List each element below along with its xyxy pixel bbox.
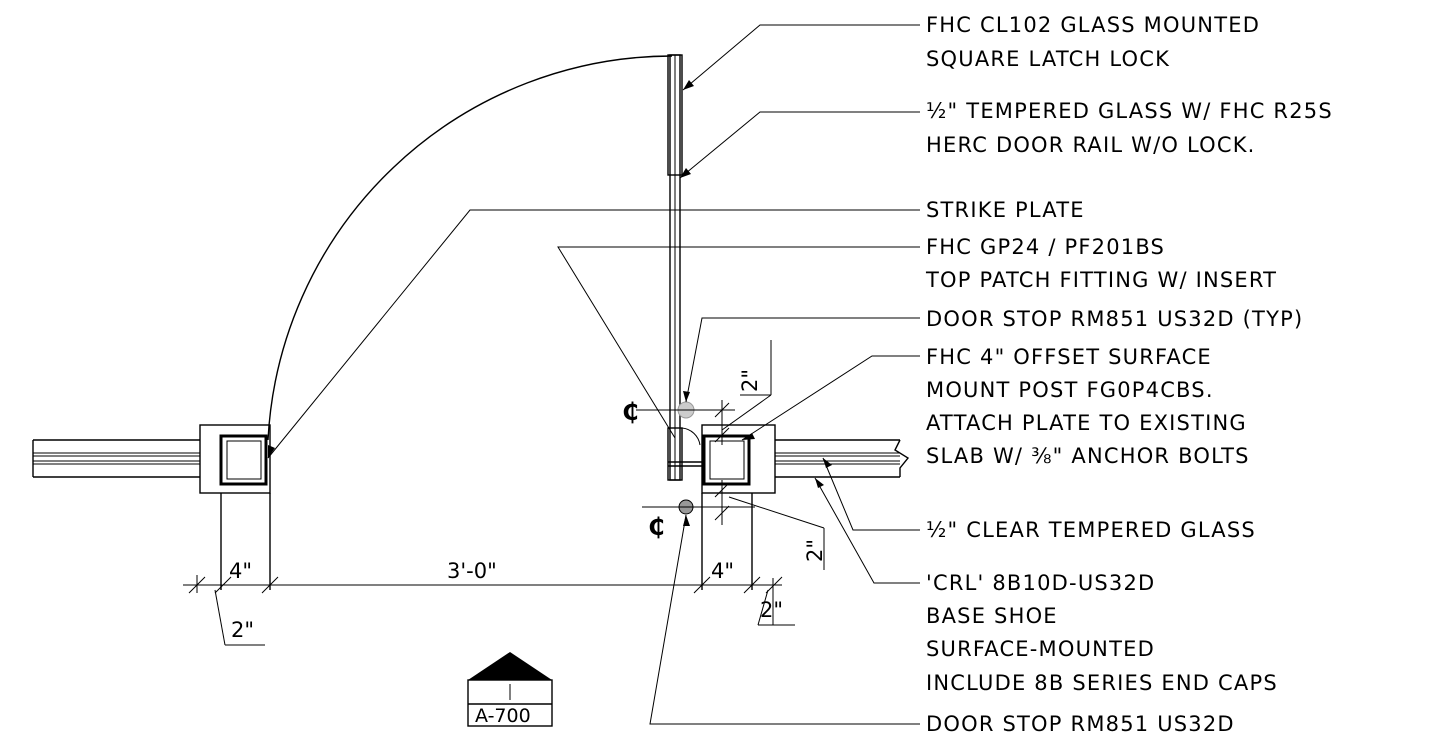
note-shoe-line4: INCLUDE 8B SERIES END CAPS [926,671,1278,695]
note-glass-line1: ½" TEMPERED GLASS W/ FHC R25S [926,99,1333,123]
note-stop-typ: DOOR STOP RM851 US32D (TYP) [926,307,1303,331]
note-post-line4: SLAB W/ ⅜" ANCHOR BOLTS [926,444,1250,468]
svg-text:₵: ₵ [622,398,639,426]
stop-dim-lower-label: 2" [803,539,827,562]
left-glass-wall [32,439,200,478]
dim-opening: 3'-0" [447,559,497,583]
note-glass-line2: HERC DOOR RAIL W/O LOCK. [926,133,1256,157]
callout-patch-fitting: FHC GP24 / PF201BS TOP PATCH FITTING W/ … [925,235,1277,292]
dim-left-offset: 2" [231,618,254,642]
door-swing-arc [267,55,673,441]
dim-left-post: 4" [229,559,252,583]
note-shoe-line3: SURFACE-MOUNTED [926,637,1155,661]
note-clear-glass: ½" CLEAR TEMPERED GLASS [926,518,1256,542]
centerline-lower: ₵ [642,506,755,541]
note-post-frac: ⅜" [1031,444,1063,468]
callout-door-stop-typ: DOOR STOP RM851 US32D (TYP) [926,307,1303,331]
left-post [199,424,271,590]
section-tag: A-700 [467,652,553,727]
note-shoe-line1: 'CRL' 8B10D-US32D [926,571,1155,595]
callout-clear-glass: ½" CLEAR TEMPERED GLASS [926,518,1256,542]
callout-base-shoe: 'CRL' 8B10D-US32D BASE SHOE SURFACE-MOUN… [926,571,1278,695]
note-glass-rest: TEMPERED GLASS W/ FHC R25S [958,99,1332,123]
note-patch-line2: TOP PATCH FITTING W/ INSERT [925,268,1277,292]
note-stop-bottom: DOOR STOP RM851 US32D [926,712,1235,736]
note-post-line1: FHC 4" OFFSET SURFACE [926,345,1212,369]
stop-dim-upper-label: 2" [738,369,762,392]
note-clear-frac: ½" [926,518,958,542]
section-tag-label: A-700 [475,705,531,727]
svg-text:₵: ₵ [648,513,665,541]
note-post-line4-a: SLAB W/ [926,444,1031,468]
callout-lock: FHC CL102 GLASS MOUNTED SQUARE LATCH LOC… [926,13,1260,71]
note-patch-line1: FHC GP24 / PF201BS [926,235,1165,259]
leader-lines [267,24,920,725]
centerline-upper: ₵ [622,398,735,426]
note-post-line2: MOUNT POST FG0P4CBS. [926,378,1214,402]
note-clear-rest: CLEAR TEMPERED GLASS [958,518,1255,542]
right-post [701,424,776,590]
dim-right-post: 4" [711,559,734,583]
callout-door-stop-bottom: DOOR STOP RM851 US32D [926,712,1235,736]
note-post-line4-b: ANCHOR BOLTS [1064,444,1250,468]
note-glass-frac: ½" [926,99,958,123]
right-glass-wall [775,439,910,478]
note-shoe-line2: BASE SHOE [926,604,1058,628]
note-post-line3: ATTACH PLATE TO EXISTING [926,411,1247,435]
callout-strike: STRIKE PLATE [926,198,1085,222]
dim-right-offset: 2" [760,598,783,622]
stop-dim-lower: 2" [714,480,827,570]
note-strike: STRIKE PLATE [926,198,1085,222]
callout-glass-rail: ½" TEMPERED GLASS W/ FHC R25S HERC DOOR … [926,99,1333,157]
stop-dim-upper: 2" [714,340,772,445]
note-lock-line1: FHC CL102 GLASS MOUNTED [926,13,1260,37]
dimension-string: 4" 3'-0" 4" 2" 2" [183,559,795,646]
door-leaf [667,54,704,481]
note-lock-line2: SQUARE LATCH LOCK [926,47,1170,71]
callout-post: FHC 4" OFFSET SURFACE MOUNT POST FG0P4CB… [926,345,1250,468]
